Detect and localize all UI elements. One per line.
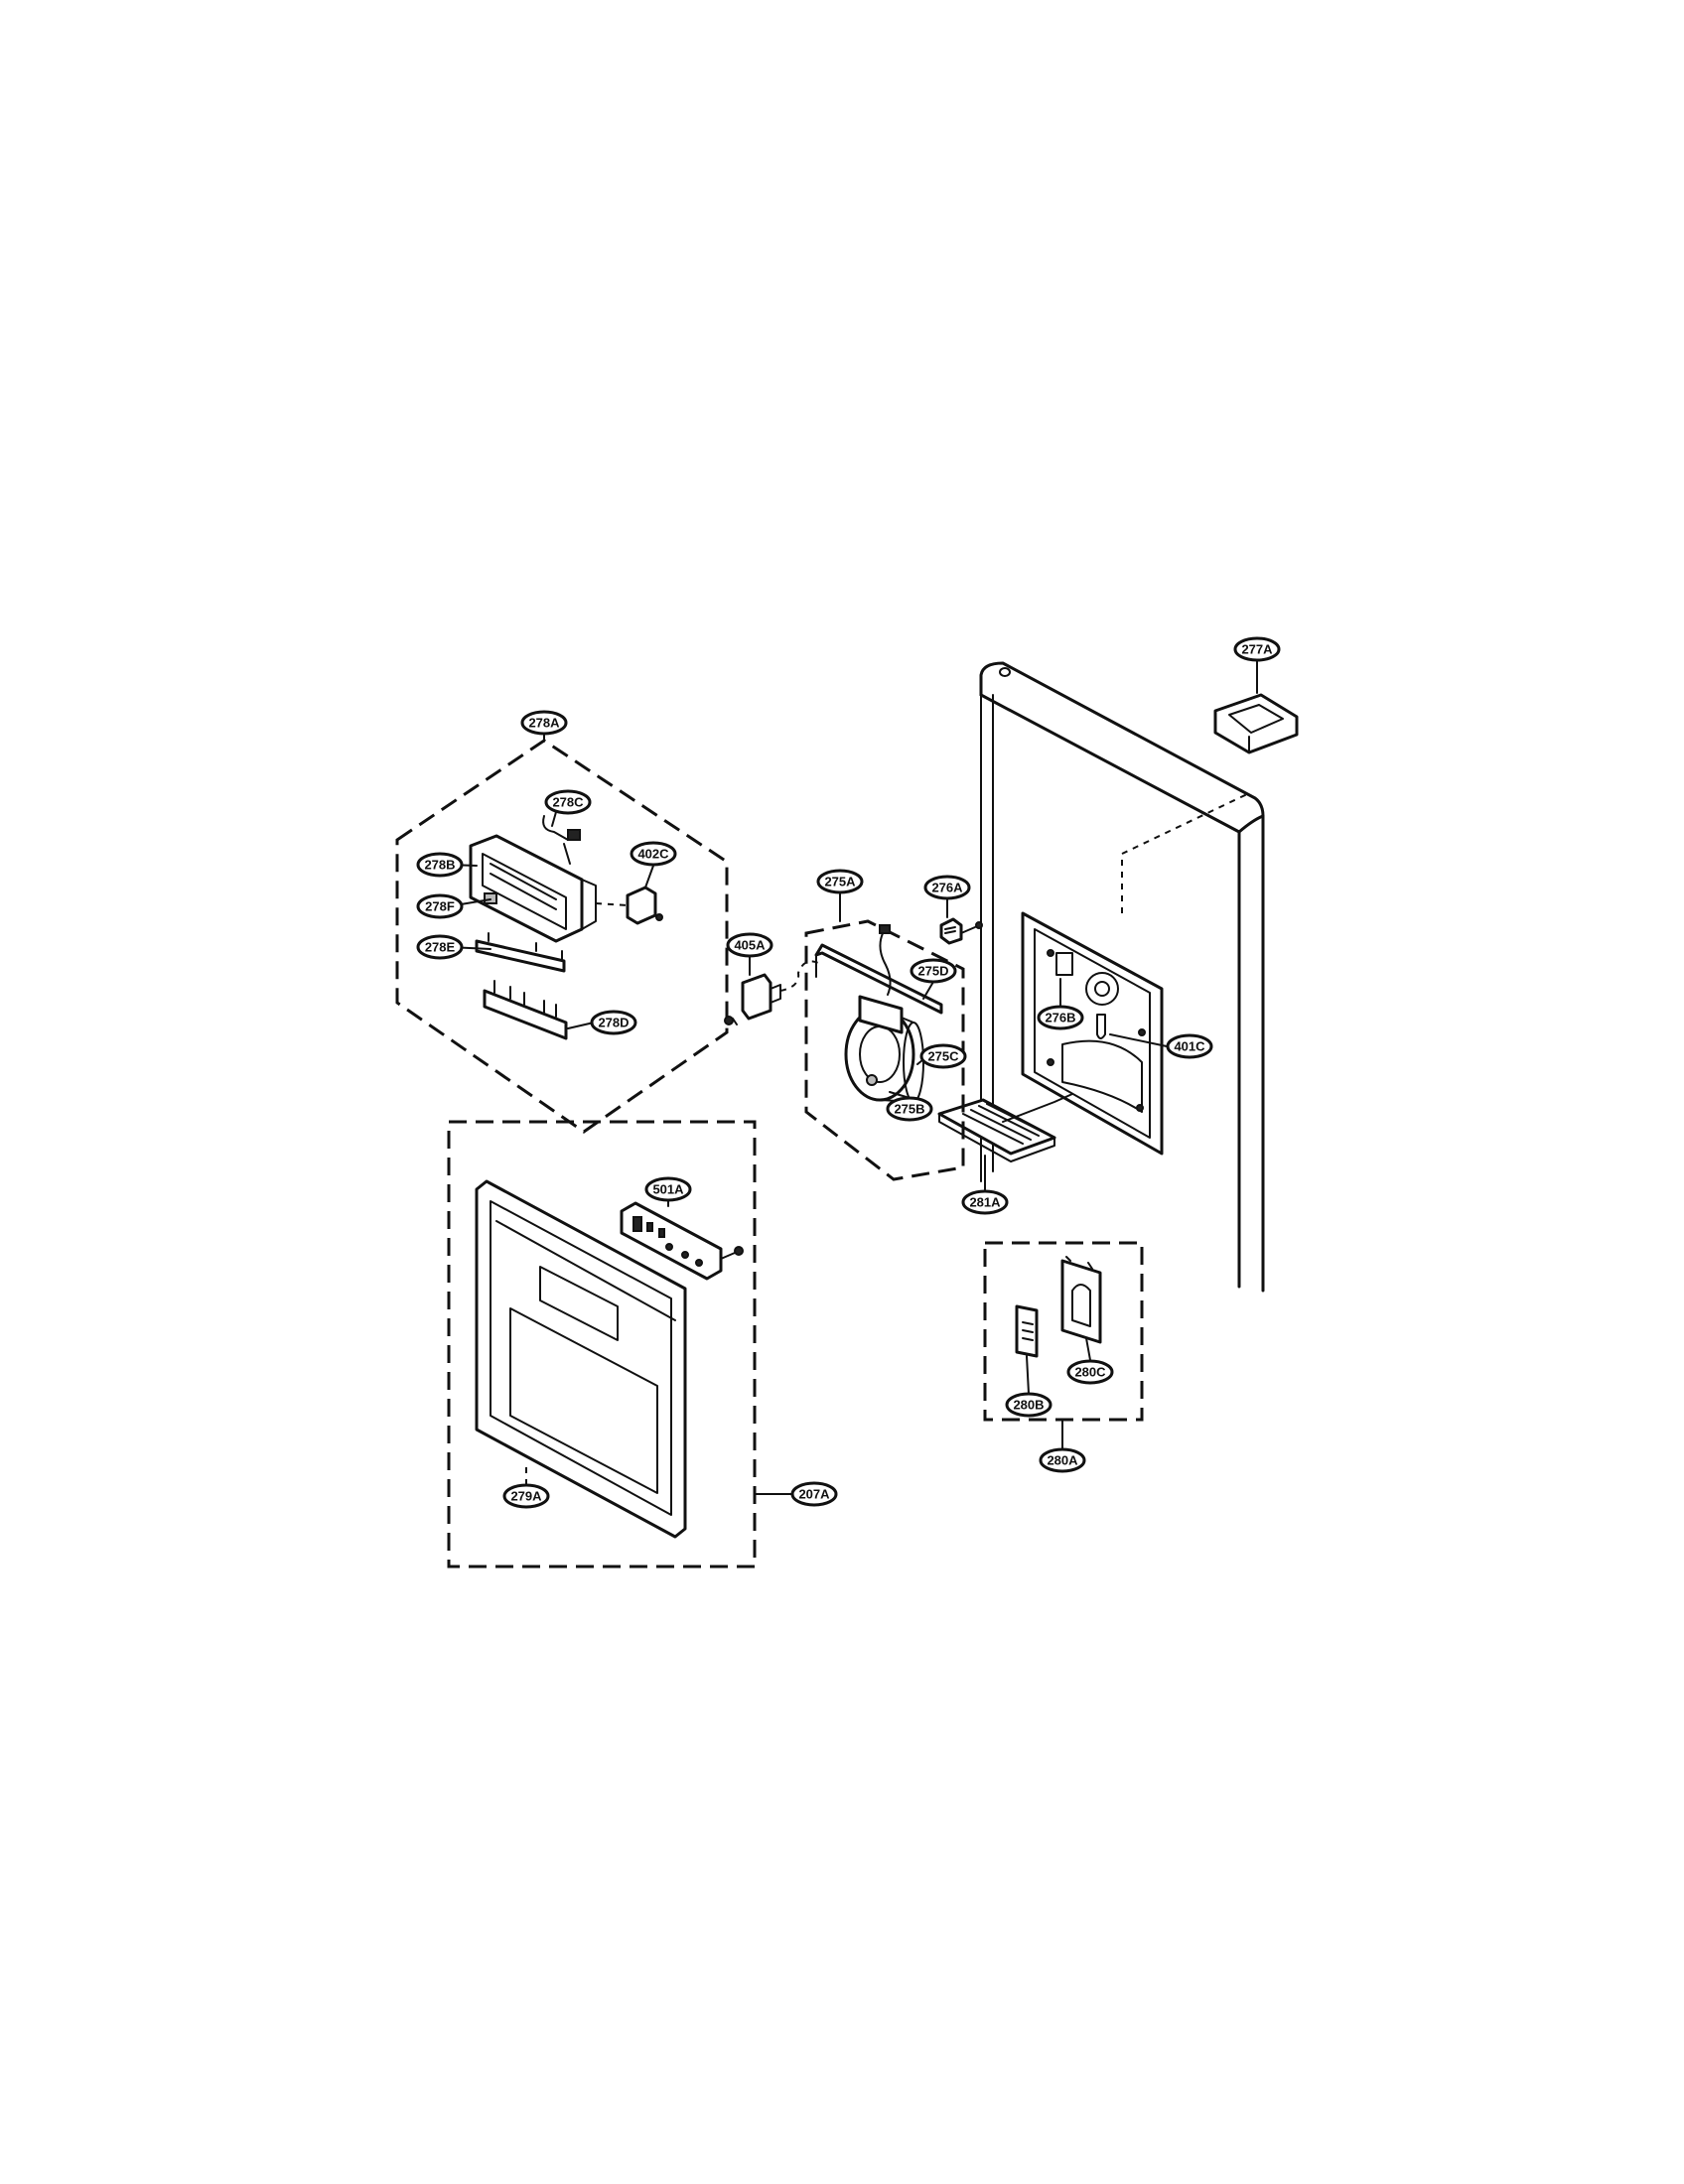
group-280A	[983, 1241, 1144, 1450]
svg-text:278D: 278D	[598, 1016, 629, 1030]
svg-text:278F: 278F	[425, 899, 455, 914]
svg-text:279A: 279A	[510, 1489, 542, 1504]
svg-text:281A: 281A	[969, 1195, 1001, 1210]
callout-275B: 275B	[886, 1096, 933, 1122]
group-278A	[395, 722, 729, 1134]
svg-text:278A: 278A	[528, 716, 560, 731]
callout-207A: 207A	[790, 1481, 838, 1507]
svg-text:275A: 275A	[824, 875, 856, 889]
callout-278E: 278E	[416, 934, 464, 960]
part-277A-cap	[1213, 656, 1299, 754]
door-panel	[979, 661, 1265, 1293]
part-276A	[939, 897, 983, 945]
svg-text:275D: 275D	[917, 964, 948, 979]
part-405A	[724, 955, 819, 1025]
callout-280C: 280C	[1066, 1359, 1114, 1385]
callout-278D: 278D	[590, 1010, 637, 1035]
callout-278F: 278F	[416, 893, 464, 919]
svg-text:401C: 401C	[1174, 1039, 1205, 1054]
part-281A-drip-tray	[937, 1093, 1073, 1192]
group-275A	[804, 892, 965, 1181]
svg-text:276A: 276A	[931, 881, 963, 895]
callout-275C: 275C	[919, 1043, 967, 1069]
svg-text:277A: 277A	[1241, 642, 1273, 657]
callout-280B: 280B	[1005, 1392, 1052, 1418]
svg-text:280A: 280A	[1047, 1453, 1078, 1468]
svg-text:280B: 280B	[1013, 1398, 1044, 1413]
callout-275D: 275D	[910, 958, 957, 984]
callout-280A: 280A	[1039, 1447, 1086, 1473]
group-207A	[447, 1120, 795, 1569]
callout-277A: 277A	[1233, 636, 1281, 662]
callout-401C: 401C	[1166, 1033, 1213, 1059]
callout-278A: 278A	[520, 710, 568, 736]
svg-text:207A: 207A	[798, 1487, 830, 1502]
callout-276A: 276A	[923, 875, 971, 900]
callout-275A: 275A	[816, 869, 864, 894]
svg-text:402C: 402C	[637, 847, 669, 862]
callout-281A: 281A	[961, 1189, 1009, 1215]
callout-279A: 279A	[502, 1483, 550, 1509]
dispenser-recess	[1021, 911, 1164, 1156]
svg-text:276B: 276B	[1045, 1011, 1075, 1025]
svg-text:278C: 278C	[552, 795, 584, 810]
callout-501A: 501A	[644, 1176, 692, 1202]
callout-405A: 405A	[726, 932, 773, 958]
callout-276B: 276B	[1037, 1005, 1084, 1030]
svg-text:280C: 280C	[1074, 1365, 1106, 1380]
svg-text:275C: 275C	[927, 1049, 959, 1064]
callout-402C: 402C	[630, 841, 677, 867]
svg-text:278E: 278E	[425, 940, 456, 955]
svg-text:275B: 275B	[894, 1102, 924, 1117]
callout-278B: 278B	[416, 852, 464, 878]
svg-text:405A: 405A	[734, 938, 766, 953]
svg-text:278B: 278B	[424, 858, 455, 873]
svg-text:501A: 501A	[652, 1182, 684, 1197]
callout-278C: 278C	[544, 789, 592, 815]
